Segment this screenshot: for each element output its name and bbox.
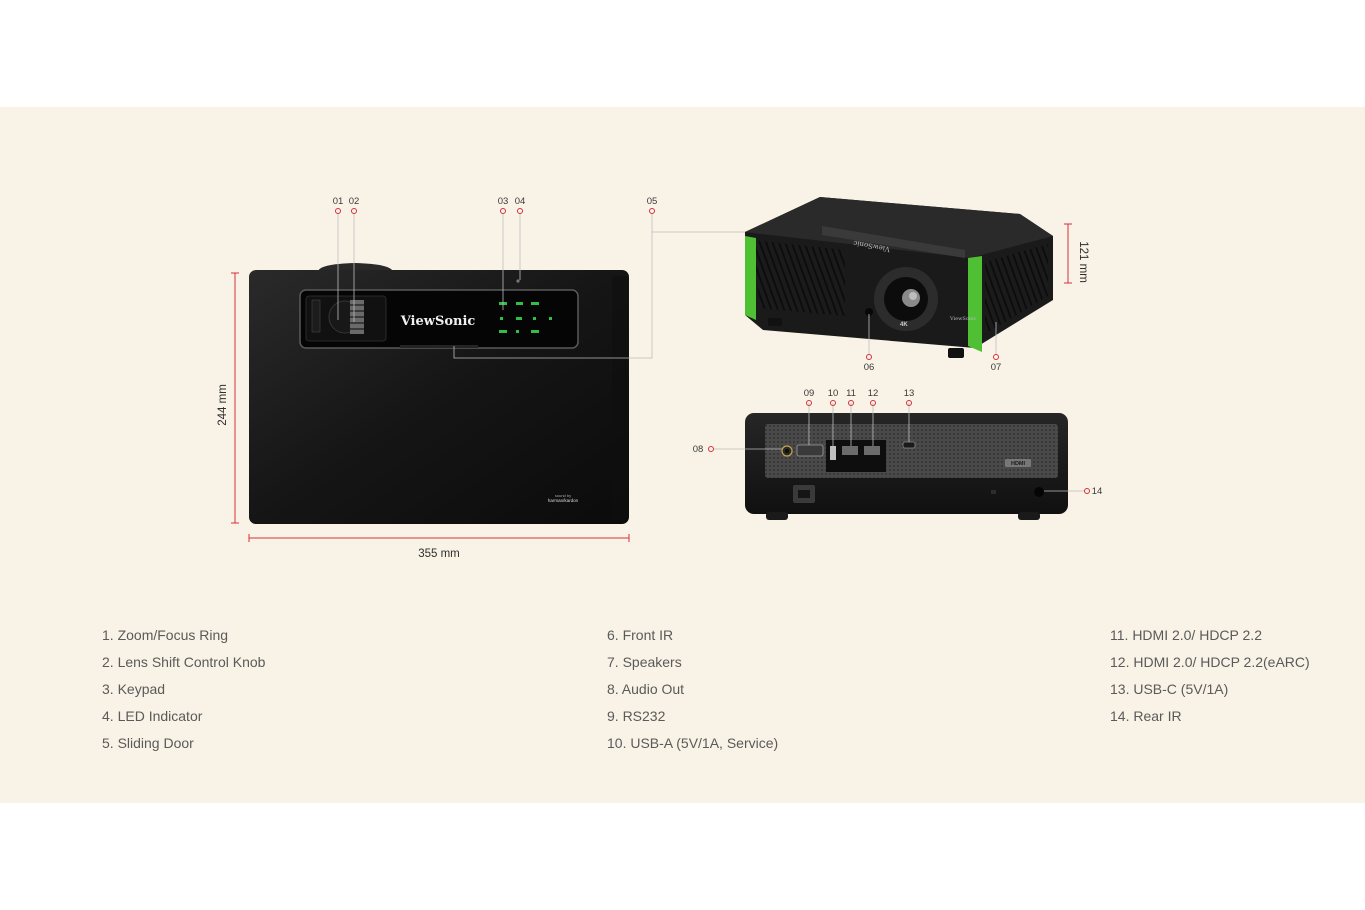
rear-view-projector: HDMI (745, 413, 1068, 520)
legend-item: 9. RS232 (607, 708, 666, 724)
front-ir-sensor (865, 308, 873, 316)
callout-10: 10 (828, 388, 839, 399)
callout-05: 05 (647, 196, 658, 207)
brand-label-top: ViewSonic (400, 314, 476, 329)
led-indicator (516, 279, 520, 283)
callout-06: 06 (864, 362, 875, 373)
callout-14: 14 (1092, 486, 1103, 497)
dimension-lines-front (1064, 223, 1072, 284)
content-panel (0, 107, 1365, 803)
callout-13: 13 (904, 388, 915, 399)
green-accent-right (968, 256, 982, 352)
legend-item: 7. Speakers (607, 654, 682, 670)
legend-item: 2. Lens Shift Control Knob (102, 654, 266, 670)
legend-item: 5. Sliding Door (102, 735, 194, 751)
usb-c-port (902, 441, 916, 449)
usb-a-port (830, 446, 836, 460)
callout-markers-top (335, 208, 655, 214)
zoom-ring-bump (318, 263, 393, 272)
legend-column-2: 6. Front IR 7. Speakers 8. Audio Out 9. … (607, 624, 778, 759)
legend-item: 1. Zoom/Focus Ring (102, 627, 229, 643)
hdmi-2-port (864, 446, 880, 455)
callout-03: 03 (498, 196, 509, 207)
rear-ir-sensor (1034, 487, 1044, 497)
hdmi-logo: HDMI (1011, 461, 1026, 467)
legend-item: 6. Front IR (607, 627, 674, 643)
legend-item: 8. Audio Out (607, 681, 685, 697)
height-dimension: 121 mm (1077, 241, 1089, 283)
lens-badge: 4K (900, 322, 908, 328)
legend-item: 13. USB-C (5V/1A) (1110, 681, 1229, 697)
callout-markers-front (866, 354, 999, 360)
harman-kardon-logo: harman/kardon (548, 498, 579, 503)
legend-item: 3. Keypad (102, 681, 166, 697)
legend-column-3: 11. HDMI 2.0/ HDCP 2.2 12. HDMI 2.0/ HDC… (1110, 624, 1310, 732)
legend-item: 11. HDMI 2.0/ HDCP 2.2 (1110, 627, 1262, 643)
brand-label-front: ViewSonic (949, 316, 977, 322)
sliding-door (400, 345, 478, 348)
callout-04: 04 (515, 196, 526, 207)
legend-item: 10. USB-A (5V/1A, Service) (607, 735, 779, 751)
legend-item: 4. LED Indicator (102, 708, 203, 724)
callout-09: 09 (804, 388, 815, 399)
callout-markers-rear (708, 400, 1090, 494)
callout-11: 11 (846, 388, 856, 399)
green-accent-left (745, 236, 756, 320)
callout-02: 02 (349, 196, 360, 207)
callout-08: 08 (693, 444, 704, 455)
dimension-lines-top (231, 272, 630, 542)
legend-item: 14. Rear IR (1110, 708, 1182, 724)
front-view-projector: ViewSonic 4K ViewSonic (745, 197, 1053, 358)
sound-by-label: sound by (555, 493, 571, 498)
callout-01: 01 (333, 196, 344, 207)
rs232-port (796, 444, 824, 457)
legend-item: 12. HDMI 2.0/ HDCP 2.2(eARC) (1110, 654, 1310, 670)
depth-dimension: 244 mm (217, 384, 229, 426)
callout-07: 07 (991, 362, 1002, 373)
top-view-projector: ViewSonic sound by harman/kardon (249, 263, 629, 524)
hdmi-1-port (842, 446, 858, 455)
width-dimension: 355 mm (418, 548, 460, 560)
callout-12: 12 (868, 388, 879, 399)
legend-column-1: 1. Zoom/Focus Ring 2. Lens Shift Control… (102, 624, 265, 759)
